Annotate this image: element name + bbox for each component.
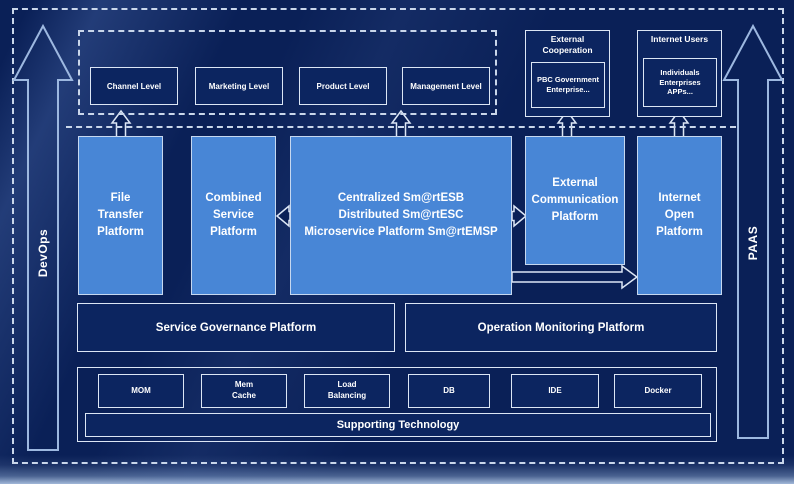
internet-open-platform-box: Internet Open Platform: [637, 136, 722, 295]
integration-dashed-line: [66, 126, 736, 128]
supporting-technology-bar: Supporting Technology: [85, 413, 711, 437]
combined-service-platform-box: Combined Service Platform: [191, 136, 276, 295]
product-level-box: Product Level: [299, 67, 387, 105]
mem-cache-box: Mem Cache: [201, 374, 287, 408]
ide-box: IDE: [511, 374, 599, 408]
individuals-enterprises-apps-box: Individuals Enterprises APPs...: [643, 58, 717, 107]
service-governance-platform-box: Service Governance Platform: [77, 303, 395, 352]
load-balancing-box: Load Balancing: [304, 374, 390, 408]
internet-users-box: Internet Users Individuals Enterprises A…: [637, 30, 722, 117]
mom-box: MOM: [98, 374, 184, 408]
paas-label: PAAS: [746, 225, 760, 261]
docker-box: Docker: [614, 374, 702, 408]
external-communication-platform-box: External Communication Platform: [525, 136, 625, 265]
internet-users-title: Internet Users: [650, 34, 709, 44]
channel-level-box: Channel Level: [90, 67, 178, 105]
central-esb-platform-box: Centralized Sm@rtESB Distributed Sm@rtES…: [290, 136, 512, 295]
external-cooperation-box: External Cooperation PBC Government Ente…: [525, 30, 610, 117]
operation-monitoring-platform-box: Operation Monitoring Platform: [405, 303, 717, 352]
external-cooperation-title: External Cooperation: [542, 34, 593, 55]
marketing-level-box: Marketing Level: [195, 67, 283, 105]
file-transfer-platform-box: File Transfer Platform: [78, 136, 163, 295]
pbc-government-enterprise-box: PBC Government Enterprise...: [531, 62, 605, 108]
db-box: DB: [408, 374, 490, 408]
devops-label: DevOps: [36, 228, 50, 278]
management-level-box: Management Level: [402, 67, 490, 105]
